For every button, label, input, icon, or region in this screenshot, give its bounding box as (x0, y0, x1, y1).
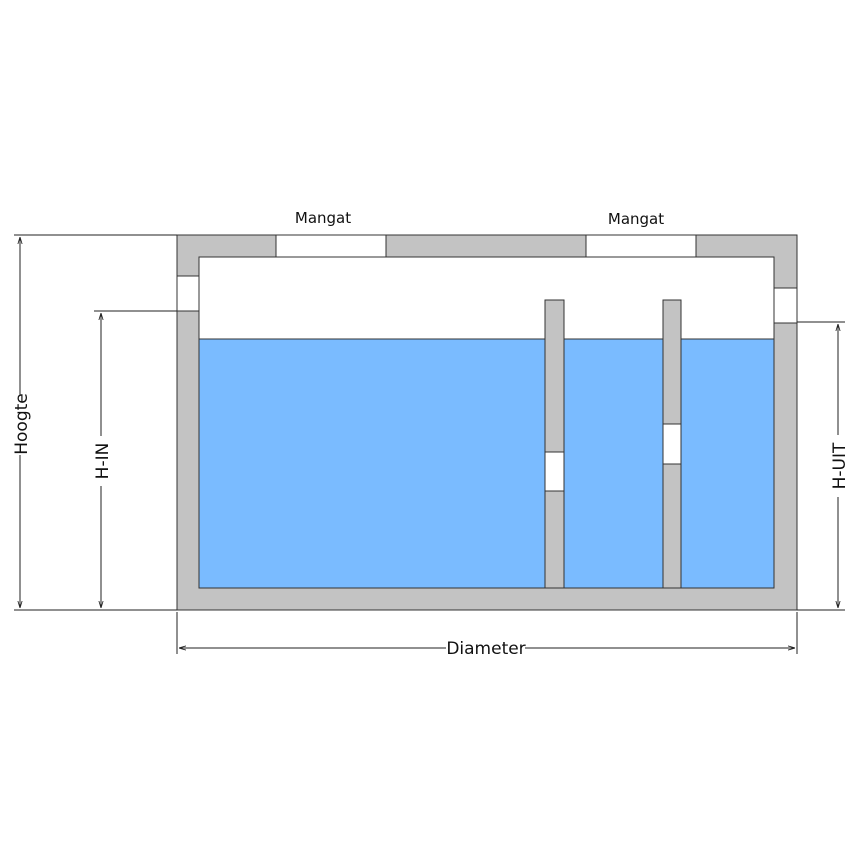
manhole-left-opening (275, 234, 387, 258)
height-label: Hoogte (12, 393, 32, 455)
partition-left (544, 299, 565, 589)
water-fill (198, 338, 775, 589)
inlet-height-dimension: H-IN (93, 310, 177, 608)
manhole-right-opening (585, 234, 697, 258)
manhole-left-label: Mangat (295, 209, 351, 227)
diameter-label: Diameter (446, 639, 525, 659)
outlet-height-label: H-UIT (830, 442, 850, 489)
height-dimension: Hoogte (12, 234, 177, 611)
manhole-right-label: Mangat (608, 210, 664, 228)
partition-left-opening (544, 451, 565, 492)
outlet-opening (773, 287, 798, 324)
inlet-height-label: H-IN (93, 443, 113, 480)
outlet-height-dimension: H-UIT (797, 321, 850, 611)
diameter-dimension: Diameter (176, 612, 798, 659)
inlet-opening (176, 275, 200, 312)
partition-right-opening (662, 423, 682, 465)
